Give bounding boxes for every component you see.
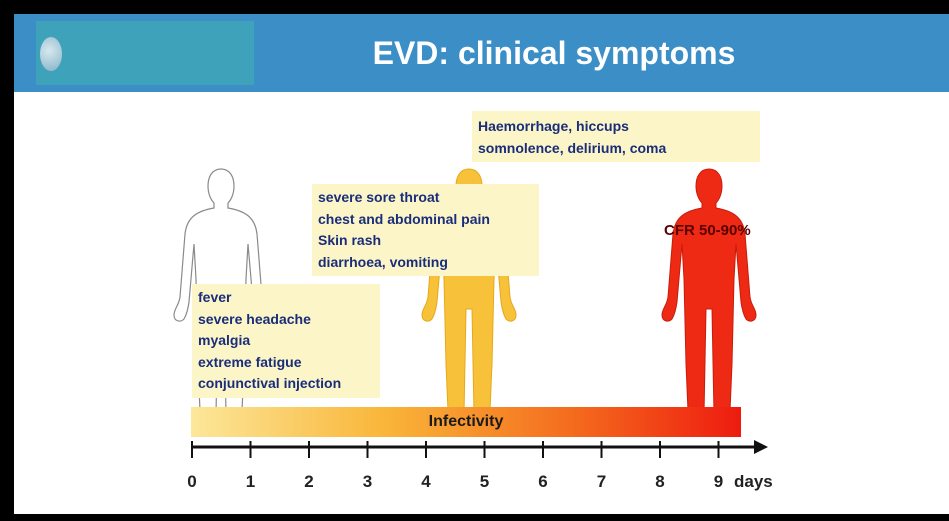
tick-label: 8 — [650, 472, 670, 492]
tick-label: 0 — [182, 472, 202, 492]
tick-label: 3 — [358, 472, 378, 492]
arrow-right-icon — [754, 440, 768, 454]
tick-label: 4 — [416, 472, 436, 492]
tick-label: 7 — [592, 472, 612, 492]
days-unit-label: days — [734, 472, 773, 492]
tick-label: 6 — [533, 472, 553, 492]
tick-label: 5 — [475, 472, 495, 492]
tick-label: 2 — [299, 472, 319, 492]
tick-marks — [192, 441, 719, 458]
slide: EVD: clinical symptoms fever severe head… — [14, 14, 949, 514]
tick-label: 9 — [709, 472, 729, 492]
tick-label: 1 — [241, 472, 261, 492]
timeline-axis — [14, 14, 949, 514]
